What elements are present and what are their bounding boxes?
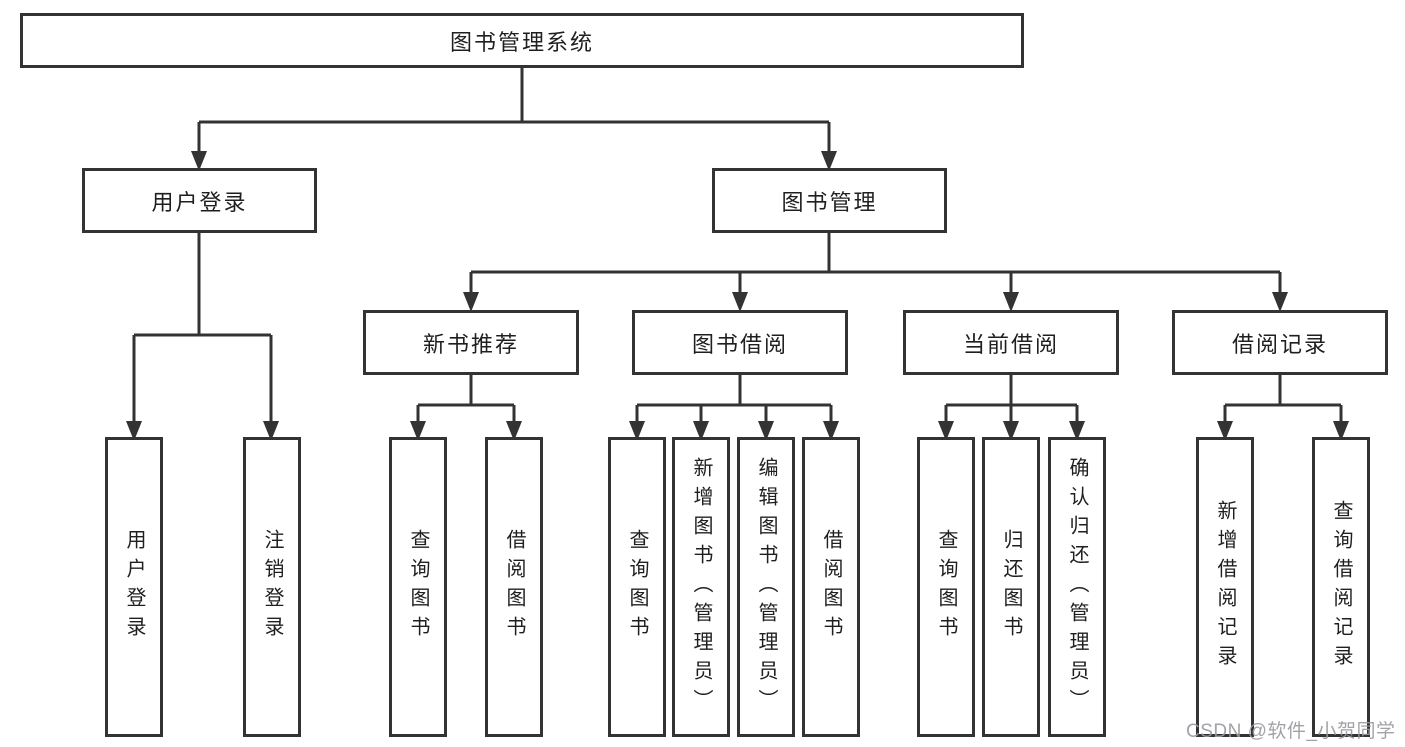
leaf-add-borrow-record-label: 新增借阅记录 (1214, 500, 1236, 674)
leaf-return-books: 归还图书 (982, 437, 1040, 737)
leaf-edit-books-admin-label: 编辑图书（管理员） (755, 456, 777, 718)
node-book-borrow-label: 图书借阅 (691, 331, 788, 357)
leaf-query-books-under-borrow: 查询图书 (608, 437, 666, 737)
leaf-query-borrow-record: 查询借阅记录 (1312, 437, 1370, 737)
leaf-query-books-under-recommend-label: 查询图书 (407, 529, 429, 645)
connector-bookmgmt-to-level3 (469, 233, 1282, 294)
node-root-label: 图书管理系统 (449, 29, 594, 55)
leaf-borrow-books-under-recommend-label: 借阅图书 (503, 529, 525, 645)
leaf-query-books-under-current-label: 查询图书 (935, 529, 957, 645)
leaf-logout: 注销登录 (243, 437, 301, 737)
arrowheads (126, 151, 1349, 441)
node-new-book-recommend: 新书推荐 (363, 310, 579, 375)
leaf-borrow-books-under-borrow-label: 借阅图书 (820, 529, 842, 645)
node-borrow-records-label: 借阅记录 (1231, 331, 1328, 357)
leaf-edit-books-admin: 编辑图书（管理员） (737, 437, 795, 737)
node-borrow-records: 借阅记录 (1172, 310, 1388, 375)
node-root-library-system: 图书管理系统 (20, 13, 1024, 68)
node-book-borrow: 图书借阅 (632, 310, 848, 375)
leaf-add-borrow-record: 新增借阅记录 (1196, 437, 1254, 737)
leaf-add-books-admin: 新增图书（管理员） (672, 437, 730, 737)
leaf-query-books-under-recommend: 查询图书 (389, 437, 447, 737)
connector-bookborrow-to-leaves (635, 375, 833, 421)
node-current-borrow-label: 当前借阅 (962, 331, 1059, 357)
leaf-add-books-admin-label: 新增图书（管理员） (690, 456, 712, 718)
node-book-management-label: 图书管理 (781, 189, 878, 215)
leaf-confirm-return-admin: 确认归还（管理员） (1048, 437, 1106, 737)
leaf-user-login-label: 用户登录 (123, 529, 145, 645)
node-new-book-recommend-label: 新书推荐 (422, 331, 519, 357)
leaf-query-books-under-borrow-label: 查询图书 (626, 529, 648, 645)
connector-borrowrecords-to-leaves (1223, 375, 1343, 421)
node-user-login: 用户登录 (82, 168, 317, 233)
connector-root-to-level2 (197, 68, 831, 152)
connector-currentborrow-to-leaves (944, 375, 1079, 421)
leaf-return-books-label: 归还图书 (1000, 529, 1022, 645)
node-current-borrow: 当前借阅 (903, 310, 1119, 375)
connector-newbook-to-leaves (416, 375, 516, 421)
leaf-query-borrow-record-label: 查询借阅记录 (1330, 500, 1352, 674)
leaf-user-login: 用户登录 (105, 437, 163, 737)
leaf-query-books-under-current: 查询图书 (917, 437, 975, 737)
leaf-borrow-books-under-recommend: 借阅图书 (485, 437, 543, 737)
csdn-watermark: CSDN @软件_小贺同学 (1186, 721, 1396, 742)
leaf-borrow-books-under-borrow: 借阅图书 (802, 437, 860, 737)
leaf-confirm-return-admin-label: 确认归还（管理员） (1066, 456, 1088, 718)
leaf-logout-label: 注销登录 (261, 529, 283, 645)
node-book-management: 图书管理 (712, 168, 947, 233)
node-user-login-label: 用户登录 (151, 189, 248, 215)
connector-userlogin-to-leaves (132, 233, 273, 421)
